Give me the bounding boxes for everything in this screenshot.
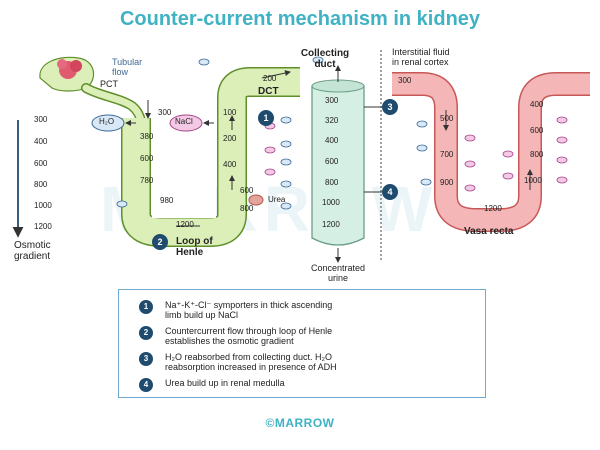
tubular-flow-label: Tubular flow bbox=[112, 57, 143, 77]
legend-text: Na⁺-K⁺-Cl⁻ symporters in thick ascending… bbox=[165, 300, 333, 321]
vasa-value: 800 bbox=[530, 150, 544, 159]
duct-value: 400 bbox=[325, 136, 339, 145]
interstitial-fluid-label: Interstitial fluid in renal cortex bbox=[392, 47, 450, 67]
legend-number: 1 bbox=[139, 300, 153, 314]
ascending-value: 100 bbox=[223, 108, 237, 117]
osmotic-gradient-label: Osmotic gradient bbox=[14, 240, 51, 262]
vasa-value: 900 bbox=[440, 178, 454, 187]
legend-box: 1 Na⁺-K⁺-Cl⁻ symporters in thick ascendi… bbox=[118, 289, 486, 398]
dct-label: DCT bbox=[258, 86, 279, 97]
scale-value: 600 bbox=[34, 159, 48, 168]
scale-value: 1200 bbox=[34, 222, 52, 231]
badge-4: 4 bbox=[382, 184, 398, 200]
concentrated-urine-label: Concentrated urine bbox=[310, 263, 366, 283]
descending-value: 780 bbox=[140, 176, 154, 185]
scale-value: 1000 bbox=[34, 201, 52, 210]
pct-label: PCT bbox=[100, 79, 118, 89]
descending-value: 980 bbox=[160, 196, 174, 205]
legend-number: 2 bbox=[139, 326, 153, 340]
scale-value: 400 bbox=[34, 137, 48, 146]
duct-value: 1000 bbox=[322, 198, 340, 207]
legend-number: 3 bbox=[139, 352, 153, 366]
page-title: Counter-current mechanism in kidney bbox=[119, 8, 481, 30]
badge-3: 3 bbox=[382, 99, 398, 115]
vasa-value: 300 bbox=[398, 76, 412, 85]
descending-value: 1200 bbox=[176, 220, 194, 229]
duct-value: 300 bbox=[325, 96, 339, 105]
legend-number: 4 bbox=[139, 378, 153, 392]
duct-value: 600 bbox=[325, 157, 339, 166]
urea-label: Urea bbox=[268, 195, 286, 204]
duct-value: 800 bbox=[325, 178, 339, 187]
vasa-value: 500 bbox=[440, 114, 454, 123]
vasa-value: 1200 bbox=[484, 204, 502, 213]
ascending-value: 200 bbox=[223, 134, 237, 143]
nacl-oval bbox=[169, 114, 203, 132]
badge-2: 2 bbox=[152, 234, 168, 250]
ascending-value: 600 bbox=[240, 186, 254, 195]
vasa-value: 400 bbox=[530, 100, 544, 109]
legend-text: Countercurrent flow through loop of Henl… bbox=[165, 326, 333, 347]
h2o-label: H₂O bbox=[99, 117, 115, 126]
legend-text: Urea build up in renal medulla bbox=[165, 378, 285, 388]
h2o-oval bbox=[91, 114, 125, 132]
duct-value: 1200 bbox=[322, 220, 340, 229]
vasa-value: 700 bbox=[440, 150, 454, 159]
scale-value: 300 bbox=[34, 115, 48, 124]
badge-1: 1 bbox=[258, 110, 274, 126]
loop-of-henle bbox=[122, 68, 300, 246]
glomerulus-icon bbox=[39, 56, 95, 92]
ascending-value: 200 bbox=[263, 74, 277, 83]
ascending-value: 800 bbox=[240, 204, 254, 213]
descending-value: 300 bbox=[158, 108, 172, 117]
vasa-value: 1000 bbox=[524, 176, 542, 185]
vasa-recta bbox=[392, 73, 590, 231]
urea-oval bbox=[248, 194, 264, 206]
legend-text: H₂O reabsorbed from collecting duct. H₂O… bbox=[165, 352, 337, 373]
scale-value: 800 bbox=[34, 180, 48, 189]
vasa-value: 600 bbox=[530, 126, 544, 135]
copyright-text: ©MARROW bbox=[265, 416, 335, 430]
collecting-duct-label: Collecting duct bbox=[300, 48, 350, 70]
descending-value: 600 bbox=[140, 154, 154, 163]
collecting-duct bbox=[311, 85, 365, 246]
ascending-value: 400 bbox=[223, 160, 237, 169]
loop-of-henle-label: Loop of Henle bbox=[176, 236, 213, 258]
vasa-recta-label: Vasa recta bbox=[464, 226, 514, 237]
descending-value: 380 bbox=[140, 132, 154, 141]
vasa-recta-outline bbox=[392, 72, 590, 232]
duct-value: 320 bbox=[325, 116, 339, 125]
nacl-label: NaCl bbox=[175, 117, 193, 126]
ion-markers bbox=[116, 56, 568, 210]
